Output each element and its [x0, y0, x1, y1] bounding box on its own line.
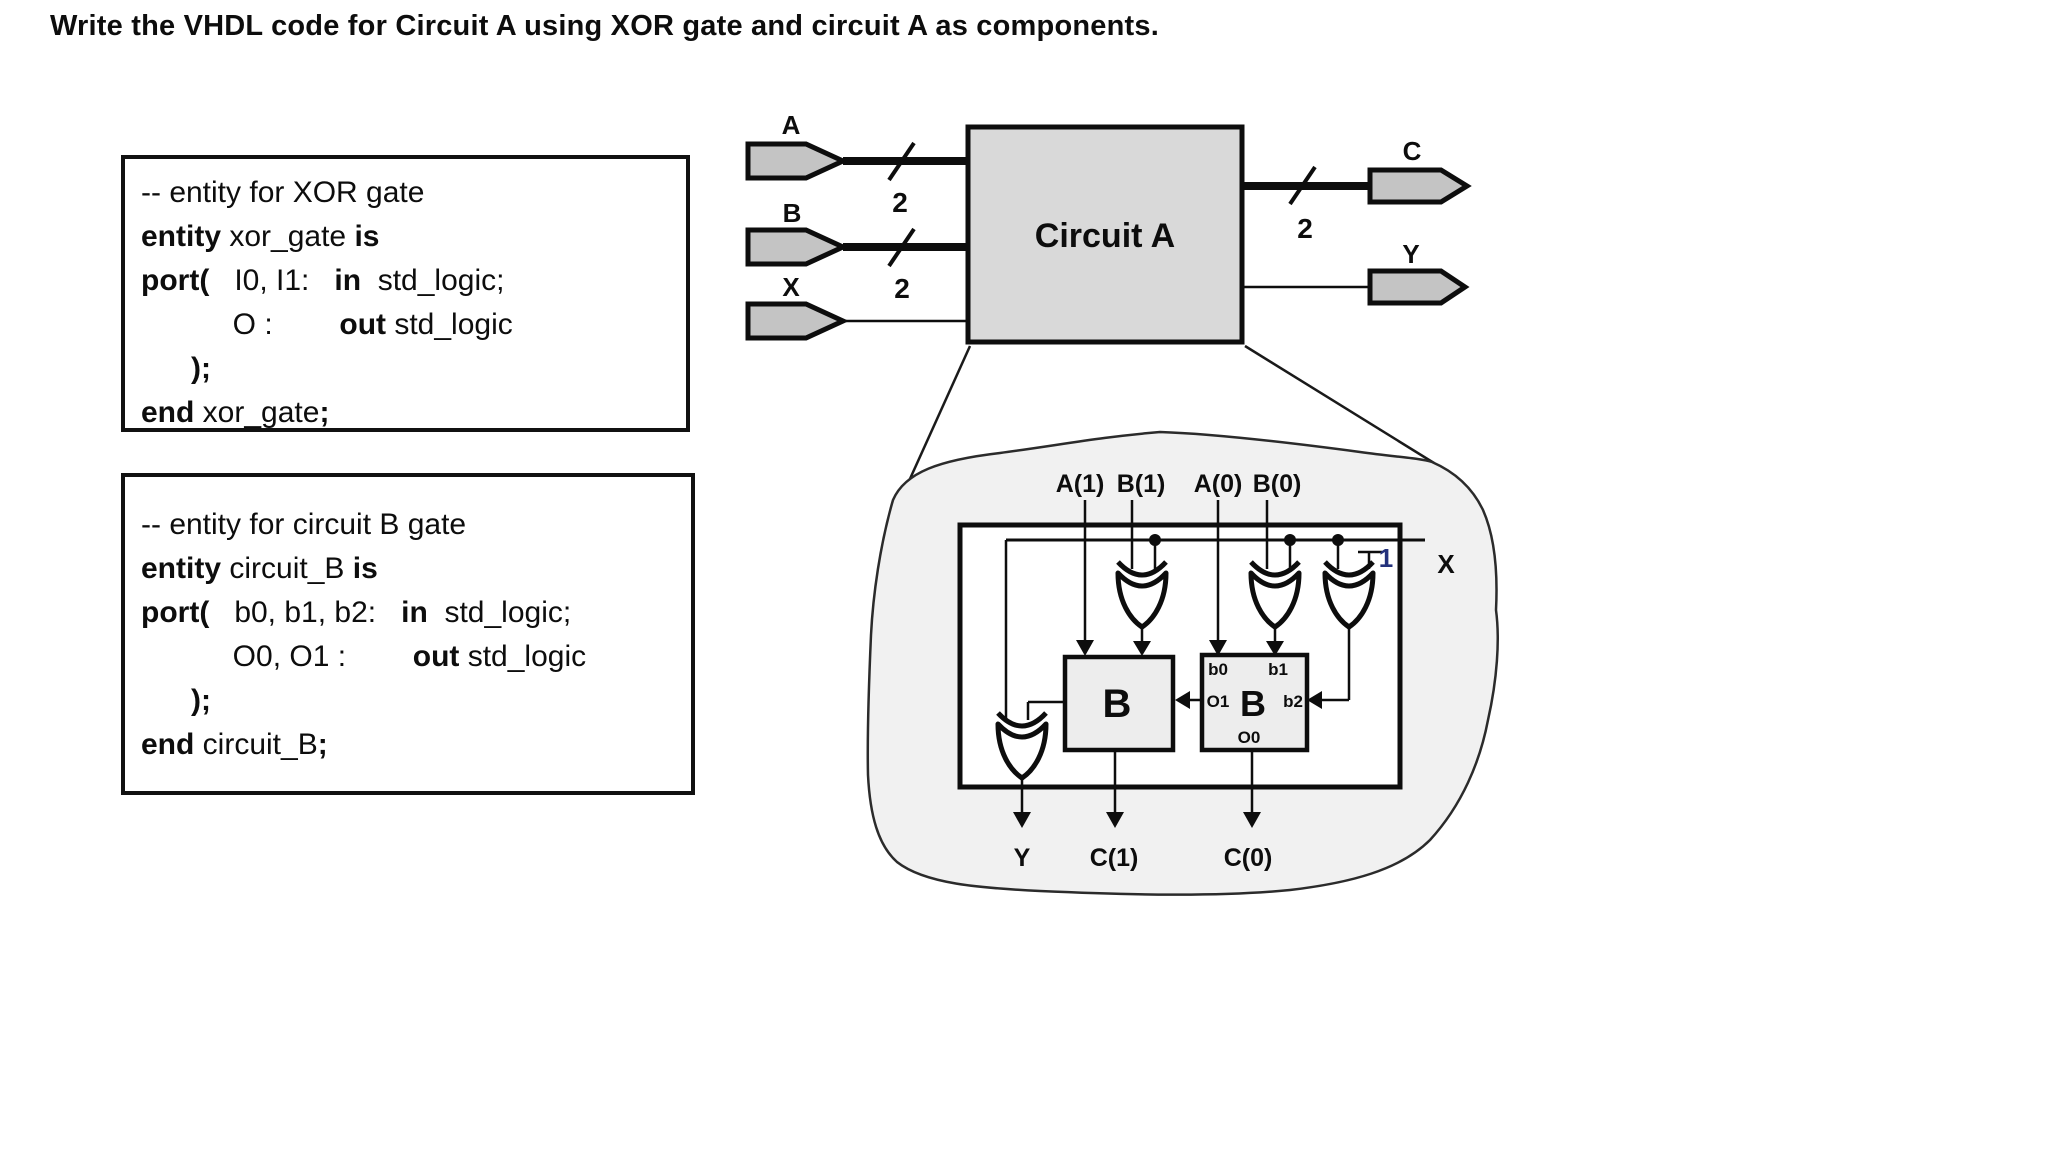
code-line: entity xor_gate is — [125, 215, 686, 259]
junction-dot-2 — [1284, 534, 1296, 546]
code-segment: xor_gate — [194, 396, 320, 429]
code-segment: is — [352, 552, 378, 585]
circuit-a-label: Circuit A — [1035, 217, 1175, 255]
callout-line-right — [1244, 344, 1435, 465]
junction-dot-3 — [1332, 534, 1344, 546]
code-line: O : out std_logic — [125, 303, 686, 347]
bus-a-width: 2 — [892, 187, 908, 218]
code-segment: ); — [191, 684, 211, 717]
code-segment: circuit_B — [194, 728, 318, 761]
b-block-left — [1062, 654, 1176, 753]
port-label-b2: b2 — [1283, 692, 1303, 711]
code-segment: entity — [141, 220, 222, 253]
code-segment: in — [334, 264, 362, 297]
constant-one-label: 1 — [1379, 543, 1393, 573]
detail-label-a0: A(0) — [1194, 470, 1243, 498]
arrow-into-b2 — [1307, 691, 1322, 709]
code-line: ); — [125, 679, 691, 723]
output-label-y: Y — [1402, 239, 1419, 269]
port-label-o0: O0 — [1238, 728, 1261, 747]
detail-label-a1: A(1) — [1056, 470, 1105, 498]
port-label-o1: O1 — [1207, 692, 1230, 711]
input-pin-a — [745, 141, 849, 181]
output-pin-y — [1367, 268, 1470, 306]
input-label-a: A — [782, 110, 801, 140]
xor-entity-code-box: -- entity for XOR gate entity xor_gate is… — [121, 155, 690, 432]
arrow-out-c1 — [1106, 812, 1124, 828]
code-segment: O0, O1 : — [141, 640, 413, 673]
detail-label-b1: B(1) — [1117, 470, 1166, 498]
junction-dot-1 — [1149, 534, 1161, 546]
bus-c-width: 2 — [1297, 213, 1313, 244]
code-segment: std_logic; — [361, 264, 505, 297]
arrow-a0 — [1209, 640, 1227, 656]
code-segment: port( — [141, 264, 210, 297]
xor-gate-4 — [995, 711, 1049, 781]
code-segment: ; — [319, 396, 330, 429]
port-label-b1: b1 — [1268, 660, 1288, 679]
code-segment: end — [141, 728, 195, 761]
code-line: O0, O1 : out std_logic — [125, 635, 691, 679]
output-label-c: C — [1403, 136, 1422, 166]
b-block-right-label: B — [1240, 683, 1266, 724]
code-segment: out — [412, 640, 460, 673]
arrow-out-y — [1013, 812, 1031, 828]
code-line: -- entity for circuit B gate — [125, 503, 691, 547]
xor-gate-2 — [1248, 560, 1302, 630]
bus-b-slash — [887, 227, 916, 268]
code-segment: circuit_B — [221, 552, 353, 585]
arrow-xor2-out — [1266, 641, 1284, 656]
code-segment: -- entity for XOR gate — [141, 176, 425, 209]
port-label-b0: b0 — [1208, 660, 1228, 679]
code-segment: ; — [317, 728, 328, 761]
code-line: -- entity for XOR gate — [125, 171, 686, 215]
input-pin-x — [745, 301, 849, 341]
code-segment: std_logic — [386, 308, 513, 341]
xor-gate-3 — [1322, 560, 1376, 630]
code-line: end circuit_B; — [125, 723, 691, 767]
input-pin-b — [745, 227, 849, 267]
detail-output-c1: C(1) — [1090, 844, 1139, 872]
input-label-b: B — [783, 198, 802, 228]
bus-c-slash — [1288, 165, 1317, 206]
code-segment: in — [401, 596, 428, 629]
code-segment: is — [354, 220, 380, 253]
code-segment: end — [141, 396, 195, 429]
code-line: end xor_gate; — [125, 391, 686, 435]
detail-label-x: X — [1437, 549, 1455, 579]
b-block-left-label: B — [1103, 682, 1132, 726]
output-pin-c — [1367, 167, 1472, 205]
code-segment: I0, I1: — [209, 264, 335, 297]
bus-b-width: 2 — [894, 273, 910, 304]
code-segment: O : — [141, 308, 340, 341]
detail-label-b0: B(0) — [1253, 470, 1302, 498]
circuit-b-entity-code-box: -- entity for circuit B gate entity circu… — [121, 473, 695, 795]
xor-gate-1 — [1115, 560, 1169, 630]
code-line: entity circuit_B is — [125, 547, 691, 591]
code-segment: out — [339, 308, 387, 341]
code-segment: xor_gate — [221, 220, 355, 253]
page-title: Write the VHDL code for Circuit A using … — [50, 10, 1159, 42]
arrow-out-c0 — [1243, 812, 1261, 828]
code-line: port( I0, I1: in std_logic; — [125, 259, 686, 303]
arrow-into-leftb — [1175, 691, 1190, 709]
code-line: ); — [125, 347, 686, 391]
arrow-a1 — [1076, 640, 1094, 656]
code-segment: b0, b1, b2: — [209, 596, 402, 629]
code-line: port( b0, b1, b2: in std_logic; — [125, 591, 691, 635]
code-segment: port( — [141, 596, 210, 629]
code-segment: std_logic; — [427, 596, 572, 629]
code-segment: ); — [191, 352, 211, 385]
b-block-right — [1199, 652, 1310, 753]
code-segment: std_logic — [459, 640, 587, 673]
code-segment: entity — [141, 552, 222, 585]
circuit-a-block — [965, 124, 1245, 345]
code-segment: -- entity for circuit B gate — [141, 508, 467, 541]
bus-a-slash — [887, 141, 916, 182]
detail-output-y: Y — [1014, 844, 1031, 872]
input-label-x: X — [782, 272, 800, 302]
detail-output-c0: C(0) — [1224, 844, 1273, 872]
arrow-xor1-out — [1133, 641, 1151, 656]
